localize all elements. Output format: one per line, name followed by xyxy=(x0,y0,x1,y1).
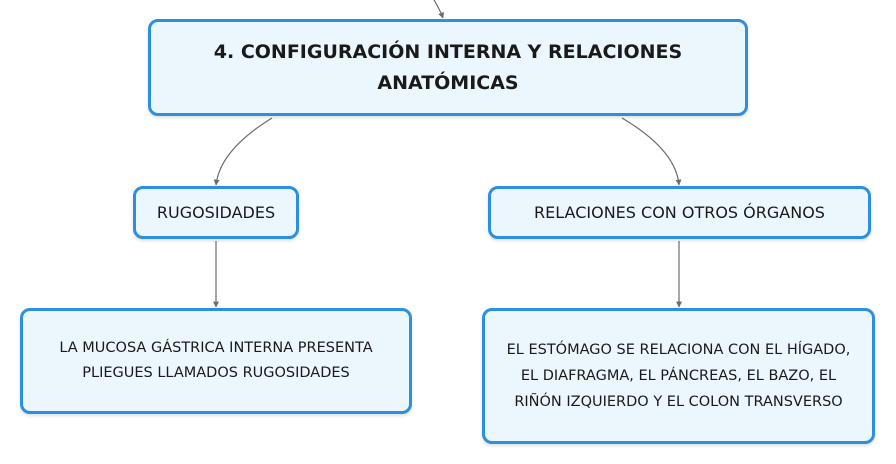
mucosa-node[interactable]: LA MUCOSA GÁSTRICA INTERNA PRESENTA PLIE… xyxy=(20,308,412,414)
connector-root-to-rugosidades xyxy=(213,117,273,186)
connector-root-to-relaciones xyxy=(621,117,682,186)
connector-incoming xyxy=(433,0,444,19)
relaciones-label: RELACIONES CON OTROS ÓRGANOS xyxy=(534,203,825,222)
root-topic-node[interactable]: 4. CONFIGURACIÓN INTERNA Y RELACIONES AN… xyxy=(148,19,748,116)
relaciones-node[interactable]: RELACIONES CON OTROS ÓRGANOS xyxy=(488,186,871,239)
rugosidades-label: RUGOSIDADES xyxy=(156,203,276,222)
estomago-text: EL ESTÓMAGO SE RELACIONA CON EL HÍGADO, … xyxy=(506,342,851,410)
mucosa-text: LA MUCOSA GÁSTRICA INTERNA PRESENTA PLIE… xyxy=(59,340,373,381)
rugosidades-node[interactable]: RUGOSIDADES xyxy=(133,186,299,239)
root-topic-label: 4. CONFIGURACIÓN INTERNA Y RELACIONES AN… xyxy=(213,40,683,94)
estomago-node[interactable]: EL ESTÓMAGO SE RELACIONA CON EL HÍGADO, … xyxy=(482,308,875,444)
